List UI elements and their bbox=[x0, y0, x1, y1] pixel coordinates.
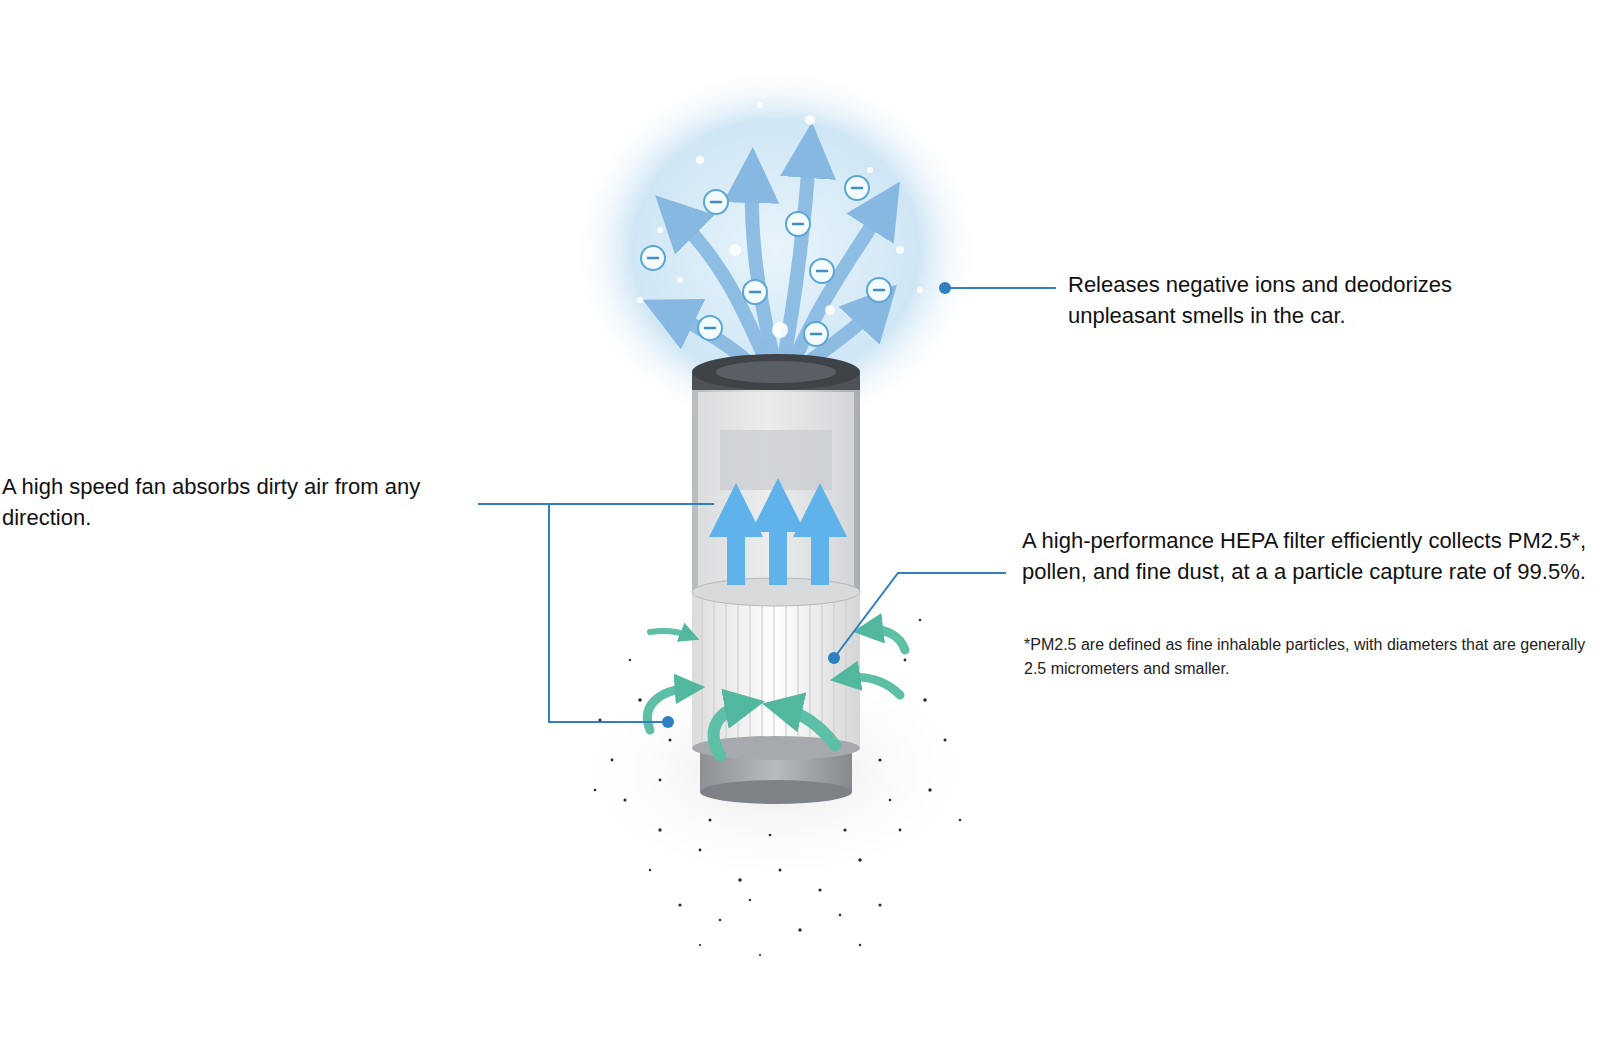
ion-callout: Releases negative ions and deodorizes un… bbox=[1068, 269, 1538, 331]
fan-callout: A high speed fan absorbs dirty air from … bbox=[2, 471, 464, 533]
footnote: *PM2.5 are defined as fine inhalable par… bbox=[1024, 633, 1592, 681]
filter-callout: A high-performance HEPA filter efficient… bbox=[1022, 525, 1596, 587]
